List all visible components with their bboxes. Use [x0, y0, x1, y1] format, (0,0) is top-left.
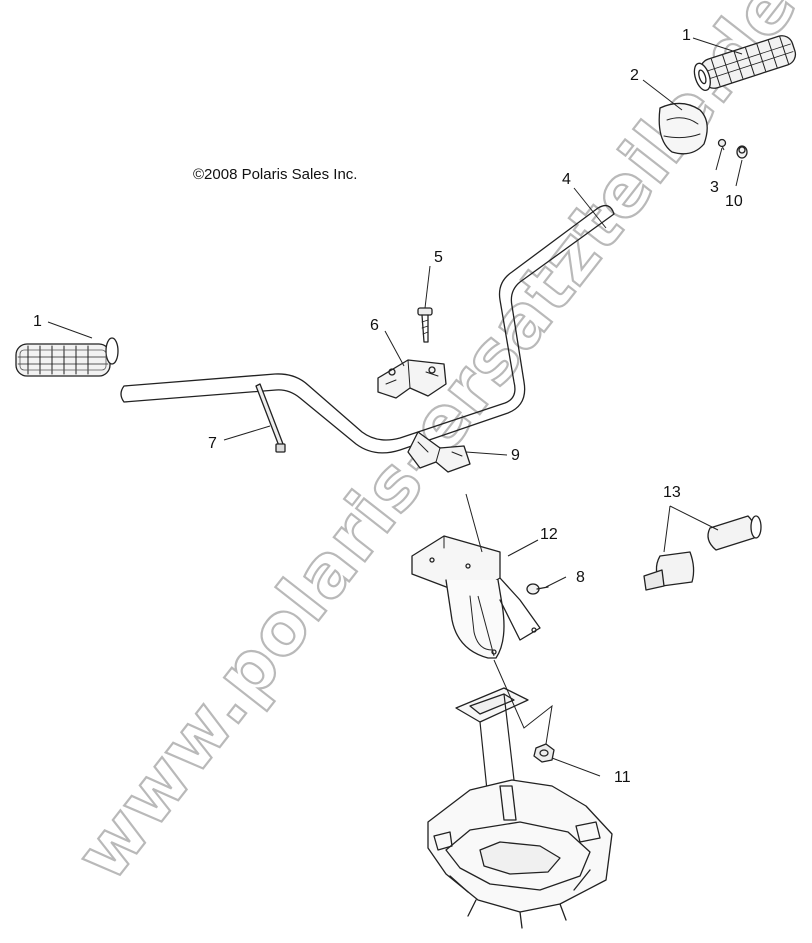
callout-3: 3: [710, 179, 719, 196]
callout-4: 4: [562, 171, 571, 188]
callout-10: 10: [725, 193, 743, 210]
bolt-part-5: [417, 307, 433, 343]
long-bolt-part-7: [255, 383, 286, 453]
nut-part-11: [533, 743, 555, 763]
grip-tubes-part-13: [643, 515, 762, 591]
lower-clamp: [407, 431, 471, 473]
callout-1-right-grip: 1: [682, 27, 691, 44]
handlebar: [120, 204, 615, 454]
leader-lines: [47, 37, 743, 777]
bracket-part-12: [411, 535, 541, 659]
callout-1-left-grip: 1: [33, 313, 42, 330]
cap-part-10: [736, 145, 748, 159]
throttle-housing: [658, 102, 708, 155]
callout-5: 5: [434, 249, 443, 266]
steering-frame: [427, 687, 613, 929]
callout-6: 6: [370, 317, 379, 334]
screw-part-3: [717, 138, 727, 148]
callout-12: 12: [540, 526, 558, 543]
callout-2: 2: [630, 67, 639, 84]
right-grip: [693, 35, 797, 91]
copyright-notice: ©2008 Polaris Sales Inc.: [193, 166, 358, 183]
callout-11: 11: [614, 769, 631, 786]
callout-9: 9: [511, 447, 520, 464]
upper-clamp: [377, 359, 447, 399]
callout-7: 7: [208, 435, 217, 452]
callout-13: 13: [663, 484, 681, 501]
left-grip: [15, 337, 119, 377]
callout-8: 8: [576, 569, 585, 586]
bolt-part-8: [526, 583, 549, 595]
